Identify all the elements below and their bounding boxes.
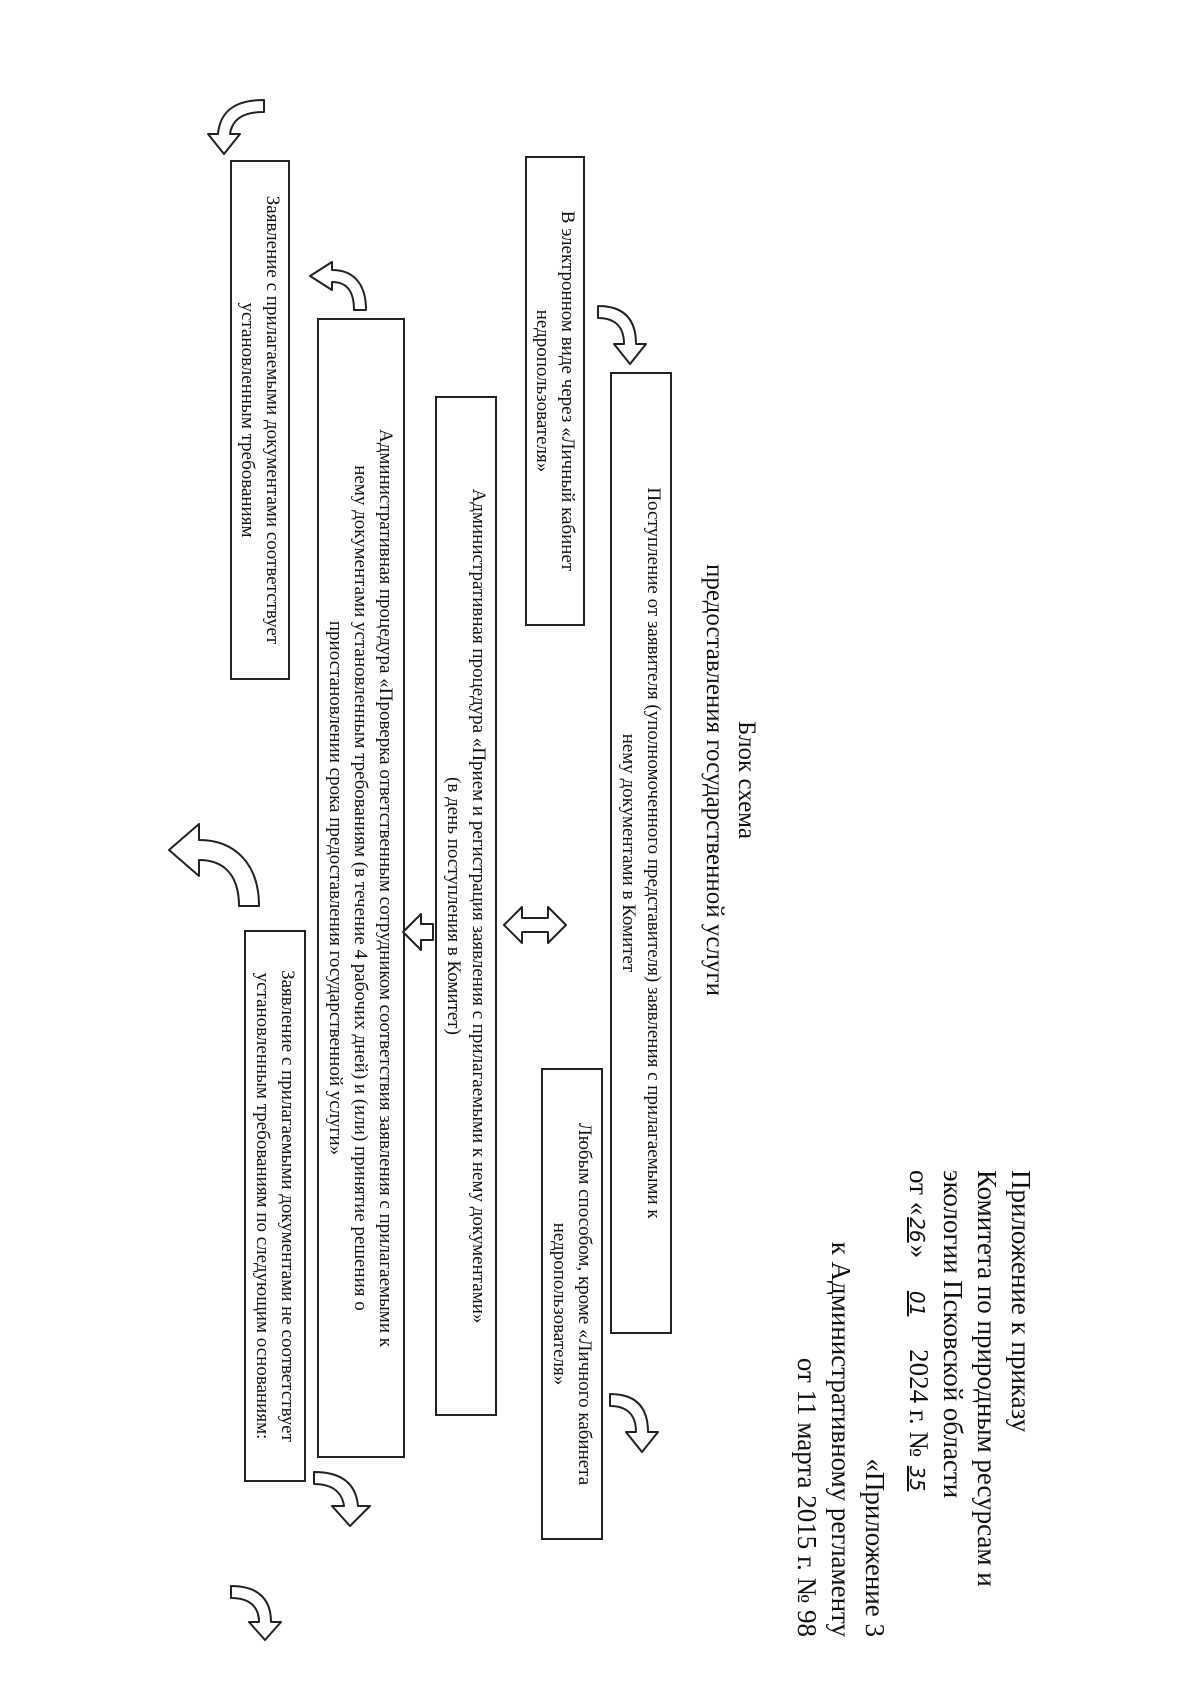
check-line-3: приостановлении срока предоставления гос… [325, 620, 347, 1156]
curved-arrow-left-icon [309, 261, 367, 311]
receipt-line-1: Поступление от заявителя (уполномоченног… [643, 487, 664, 1219]
check-line-1: Административная процедура «Проверка отв… [375, 429, 397, 1347]
header-date-line: от «26» 01 2024 г. № 35 [900, 1170, 936, 1587]
date-prefix: от « [904, 1170, 934, 1216]
date-mid: » [904, 1244, 934, 1259]
double-arrow-to-registration-icon [503, 906, 567, 944]
not-complies-box: Заявление с прилагаемыми документами не … [244, 930, 306, 1482]
complies-box: Заявление с прилагаемыми документами соо… [230, 160, 290, 680]
check-box: Административная процедура «Проверка отв… [317, 318, 405, 1458]
electronic-line-2: недропользователя» [532, 309, 553, 473]
annex-line-1: «Приложение 3 [860, 1458, 890, 1637]
title-line-1: Блок схема [733, 721, 760, 839]
curved-arrow-from-not-complies-icon [168, 823, 260, 907]
curved-arrow-from-complies-icon [207, 99, 265, 155]
electronic-line-1: В электронном виде через «Личный кабинет [557, 210, 578, 572]
curved-arrow-right-icon [313, 1471, 371, 1527]
registration-box: Административная процедура «Прием и реги… [435, 396, 497, 1416]
handwritten-day: 26 [905, 1217, 929, 1243]
not-complies-line-1: Заявление с прилагаемыми документами не … [277, 970, 298, 1442]
receipt-line-2: нему документами в Комитет [618, 733, 639, 973]
curved-arrow-to-other-way-icon [609, 1393, 659, 1453]
diagram-title: Блок схема предоставления государственно… [698, 520, 762, 1040]
annex-header: «Приложение 3 к Административному реглам… [790, 1242, 892, 1637]
complies-line-1: Заявление с прилагаемыми документами соо… [262, 195, 283, 645]
other-way-box: Любым способом, кроме «Личного кабинета … [541, 1068, 603, 1540]
curved-arrow-top-right-icon [230, 1585, 282, 1641]
not-complies-line-2: установленным требованиям по следующим о… [252, 972, 273, 1440]
check-line-2: нему документами установленным требовани… [350, 465, 372, 1311]
date-year: 2024 г. № [904, 1349, 934, 1458]
registration-line-1: Административная процедура «Прием и реги… [468, 488, 489, 1324]
annex-line-3: от 11 марта 2015 г. № 98 [792, 1357, 822, 1637]
registration-line-2: (в день поступления в Комитет) [443, 777, 464, 1035]
electronic-box: В электронном виде через «Личный кабинет… [525, 156, 585, 626]
handwritten-number: 35 [905, 1465, 929, 1492]
other-way-line-1: Любым способом, кроме «Личного кабинета [574, 1122, 595, 1486]
other-way-line-2: недропользователя» [549, 1222, 570, 1386]
header-line-1: Приложение к приказу [1006, 1170, 1036, 1433]
header-line-3: экологии Псковской области [938, 1170, 968, 1499]
complies-line-2: установленным требованиям [237, 302, 258, 538]
order-header: Приложение к приказу Комитета по природн… [900, 1170, 1038, 1587]
annex-line-2: к Административному регламенту [826, 1241, 856, 1637]
title-line-2: предоставления государственной услуги [701, 563, 728, 997]
curved-arrow-to-electronic-icon [597, 305, 647, 365]
down-arrow-to-check-icon [402, 913, 434, 951]
receipt-box: Поступление от заявителя (уполномоченног… [610, 372, 672, 1334]
header-line-2: Комитета по природным ресурсам и [972, 1170, 1002, 1587]
handwritten-month: 01 [905, 1290, 929, 1317]
